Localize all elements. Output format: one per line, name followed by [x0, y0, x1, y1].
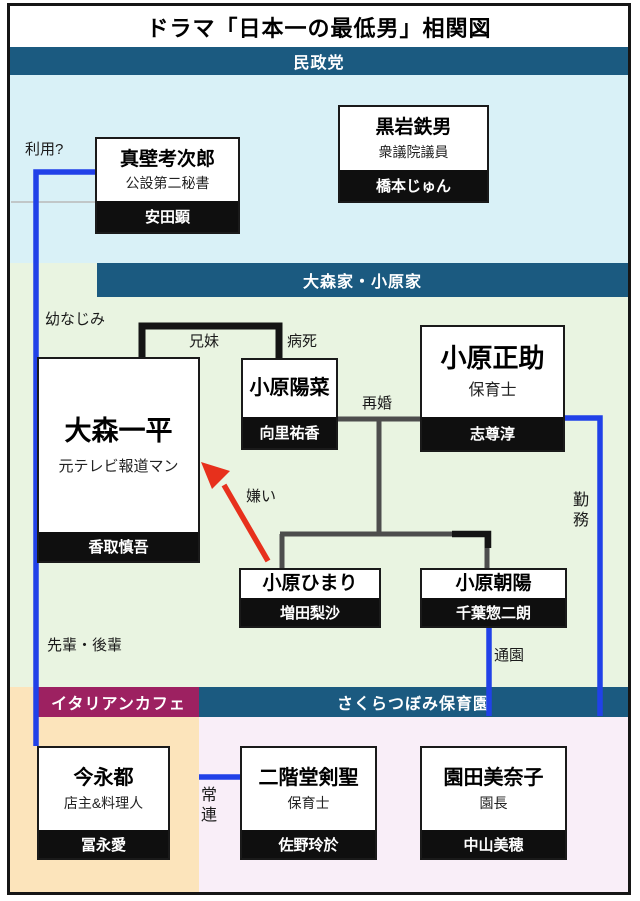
arrow-kirai-shaft — [221, 483, 271, 563]
character-role: 公設第二秘書 — [125, 175, 210, 192]
line-children-black-segment — [452, 530, 492, 548]
character-role: 衆議院議員 — [378, 143, 449, 160]
actor-name: 中山美穂 — [463, 836, 524, 854]
character-box-nikaido: 二階堂剣聖 保育士 佐野玲於 — [240, 746, 377, 860]
relation-label-saikon: 再婚 — [362, 395, 393, 412]
actor-strip: 志尊淳 — [422, 417, 563, 450]
character-role: 元テレビ報道マン — [58, 457, 179, 475]
relation-label-joren: 常連 — [200, 787, 217, 824]
relation-label-kinmu: 勤務 — [572, 492, 589, 529]
banner-minseito-label: 民政党 — [293, 55, 345, 72]
banner-nursery: さくらつぼみ保育園 — [199, 687, 628, 717]
arrow-kirai-head — [201, 462, 230, 489]
banner-omori-obara: 大森家・小原家 — [97, 263, 628, 297]
character-box-imanaga: 今永都 店主&料理人 冨永愛 — [37, 746, 170, 860]
character-name: 二階堂剣聖 — [258, 767, 359, 789]
relation-label-riyou: 利用? — [25, 141, 64, 158]
actor-name: 佐野玲於 — [278, 836, 339, 854]
actor-strip: 安田顕 — [97, 201, 238, 232]
character-role: 園長 — [479, 795, 508, 811]
line-riyou-osananajimi-senpai — [33, 169, 95, 746]
character-box-asahi: 小原朝陽 千葉惣二朗 — [420, 568, 567, 628]
banner-italian-cafe: イタリアンカフェ — [38, 687, 199, 717]
actor-name: 香取慎吾 — [88, 539, 149, 556]
actor-strip: 中山美穂 — [422, 830, 565, 858]
actor-strip: 香取慎吾 — [39, 532, 198, 561]
character-name: 小原ひまり — [262, 573, 358, 595]
actor-strip: 増田梨沙 — [241, 598, 379, 626]
actor-name: 千葉惣二朗 — [455, 604, 531, 622]
banner-italian-cafe-label: イタリアンカフェ — [51, 696, 186, 713]
character-box-sonoda: 園田美奈子 園長 中山美穂 — [420, 746, 567, 860]
relation-label-kyodai: 兄妹 — [189, 333, 220, 350]
actor-strip: 千葉惣二朗 — [422, 598, 565, 626]
actor-name: 志尊淳 — [469, 426, 515, 443]
character-box-shosuke: 小原正助 保育士 志尊淳 — [420, 325, 565, 452]
actor-name: 安田顕 — [144, 209, 190, 226]
character-name: 園田美奈子 — [443, 767, 544, 789]
page-title-text: ドラマ「日本一の最低男」相関図 — [146, 15, 492, 41]
page-title: ドラマ「日本一の最低男」相関図 — [10, 6, 628, 47]
character-name: 黒岩鉄男 — [375, 117, 452, 139]
line-kinmu — [565, 415, 603, 716]
relation-label-senpai-kohai: 先輩・後輩 — [47, 637, 123, 654]
character-role: 保育士 — [468, 381, 517, 399]
character-name: 小原正助 — [440, 343, 545, 374]
relation-label-kirai: 嫌い — [246, 488, 277, 505]
actor-strip: 冨永愛 — [39, 830, 168, 858]
banner-omori-obara-label: 大森家・小原家 — [302, 274, 422, 291]
character-box-himari: 小原ひまり 増田梨沙 — [239, 568, 381, 628]
character-box-omori: 大森一平 元テレビ報道マン 香取慎吾 — [37, 357, 200, 563]
character-name: 大森一平 — [64, 416, 173, 447]
character-box-kuroiwa: 黒岩鉄男 衆議院議員 橋本じゅん — [338, 105, 489, 203]
actor-strip: 向里祐香 — [243, 417, 336, 448]
banner-nursery-label: さくらつぼみ保育園 — [336, 696, 490, 713]
character-box-makabe: 真壁考次郎 公設第二秘書 安田顕 — [95, 137, 240, 234]
character-name: 今永都 — [73, 767, 134, 789]
relation-label-osananajimi: 幼なじみ — [45, 311, 106, 328]
relation-label-byoshi: 病死 — [287, 333, 318, 350]
character-name: 小原陽菜 — [249, 377, 330, 399]
actor-name: 冨永愛 — [80, 836, 126, 854]
character-name: 真壁考次郎 — [119, 148, 215, 170]
actor-strip: 佐野玲於 — [242, 830, 375, 858]
banner-minseito: 民政党 — [10, 47, 628, 75]
actor-name: 増田梨沙 — [279, 604, 340, 622]
character-role: 店主&料理人 — [63, 795, 144, 811]
character-name: 小原朝陽 — [455, 573, 532, 595]
relation-label-tsuen: 通園 — [494, 647, 525, 664]
actor-name: 向里祐香 — [259, 425, 320, 442]
character-role: 保育士 — [287, 795, 330, 811]
actor-strip: 橋本じゅん — [340, 170, 487, 201]
actor-name: 橋本じゅん — [375, 178, 451, 195]
character-box-hina: 小原陽菜 向里祐香 — [241, 358, 338, 450]
line-sibling-bracket — [138, 322, 283, 358]
